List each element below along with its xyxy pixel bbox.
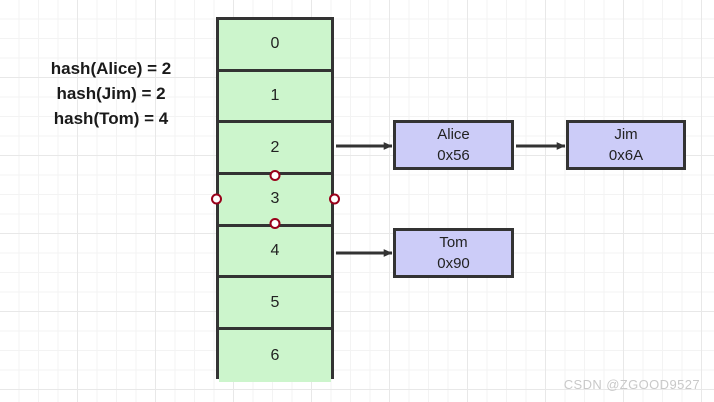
hash-bucket-2[interactable]: 2 bbox=[219, 123, 331, 176]
hash-bucket-4[interactable]: 4 bbox=[219, 226, 331, 279]
hash-bucket-label: 6 bbox=[270, 346, 280, 364]
node-alice[interactable]: Alice 0x56 bbox=[393, 120, 514, 170]
resize-handle-south[interactable] bbox=[269, 218, 281, 230]
hash-bucket-label: 0 bbox=[270, 35, 280, 53]
node-tom[interactable]: Tom 0x90 bbox=[393, 228, 514, 278]
hash-bucket-1[interactable]: 1 bbox=[219, 71, 331, 124]
node-name: Jim bbox=[614, 126, 638, 143]
watermark: CSDN @ZGOOD9527 bbox=[563, 377, 700, 392]
hash-bucket-label: 4 bbox=[270, 242, 280, 260]
resize-handle-east[interactable] bbox=[328, 193, 340, 205]
hash-bucket-0[interactable]: 0 bbox=[219, 20, 331, 72]
node-address: 0x90 bbox=[437, 255, 470, 272]
hash-table[interactable]: 0 1 2 3 4 5 6 bbox=[210, 17, 340, 382]
hash-bucket-3[interactable]: 3 bbox=[210, 169, 340, 230]
hash-bucket-5[interactable]: 5 bbox=[219, 278, 331, 331]
hash-bucket-6[interactable]: 6 bbox=[219, 330, 331, 382]
resize-handle-north[interactable] bbox=[269, 169, 281, 181]
node-jim[interactable]: Jim 0x6A bbox=[566, 120, 686, 170]
node-address: 0x6A bbox=[608, 147, 644, 164]
hash-legend-line-1: hash(Alice) = 2 bbox=[50, 59, 172, 78]
hash-legend-line-2: hash(Jim) = 2 bbox=[56, 84, 166, 103]
hash-bucket-label: 5 bbox=[270, 293, 280, 311]
node-name: Tom bbox=[439, 234, 468, 251]
hash-legend-line-3: hash(Tom) = 4 bbox=[53, 109, 169, 128]
hash-bucket-label: 3 bbox=[270, 190, 280, 208]
node-address: 0x56 bbox=[437, 147, 470, 164]
resize-handle-west[interactable] bbox=[210, 193, 222, 205]
hash-bucket-label: 2 bbox=[270, 138, 280, 156]
hash-bucket-label: 1 bbox=[270, 87, 280, 105]
node-name: Alice bbox=[437, 126, 470, 143]
hash-legend: hash(Alice) = 2 hash(Jim) = 2 hash(Tom) … bbox=[18, 56, 204, 131]
